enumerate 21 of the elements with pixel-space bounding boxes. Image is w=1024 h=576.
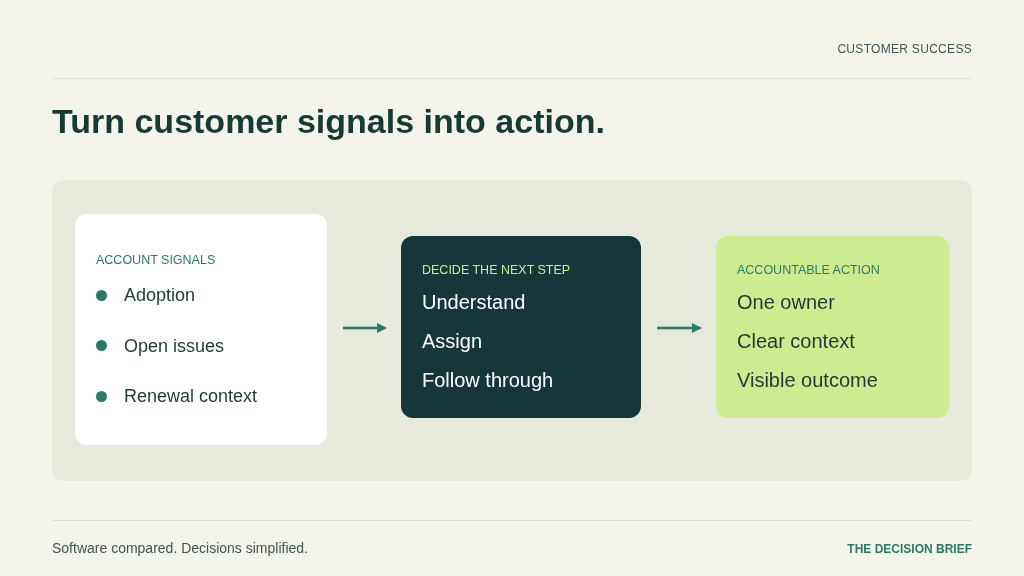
list-item: Understand: [422, 289, 526, 315]
step-card: [75, 214, 327, 445]
list-item: Renewal context: [124, 385, 258, 408]
step-card: [401, 236, 641, 418]
arrow: [343, 323, 387, 333]
tagline: Software compared. Decisions simplified.: [52, 539, 308, 558]
list-item: Clear context: [737, 328, 855, 354]
card-heading: ACCOUNTABLE ACTION: [737, 262, 881, 280]
list-item: Visible outcome: [737, 367, 878, 393]
list-item: Assign: [422, 328, 483, 354]
list-item: Open issues: [124, 334, 225, 358]
footer-label: THE DECISION BRIEF: [847, 541, 972, 558]
list-item: Adoption: [124, 284, 196, 307]
list-item: One owner: [737, 289, 835, 315]
list-item: Follow through: [422, 367, 554, 393]
step-card: [716, 236, 949, 418]
card-heading: DECIDE THE NEXT STEP: [422, 262, 572, 280]
title: Turn customer signals into action.: [52, 101, 605, 142]
card-heading: ACCOUNT SIGNALS: [96, 252, 217, 270]
arrow: [657, 323, 702, 333]
section-label: CUSTOMER SUCCESS: [837, 41, 972, 58]
